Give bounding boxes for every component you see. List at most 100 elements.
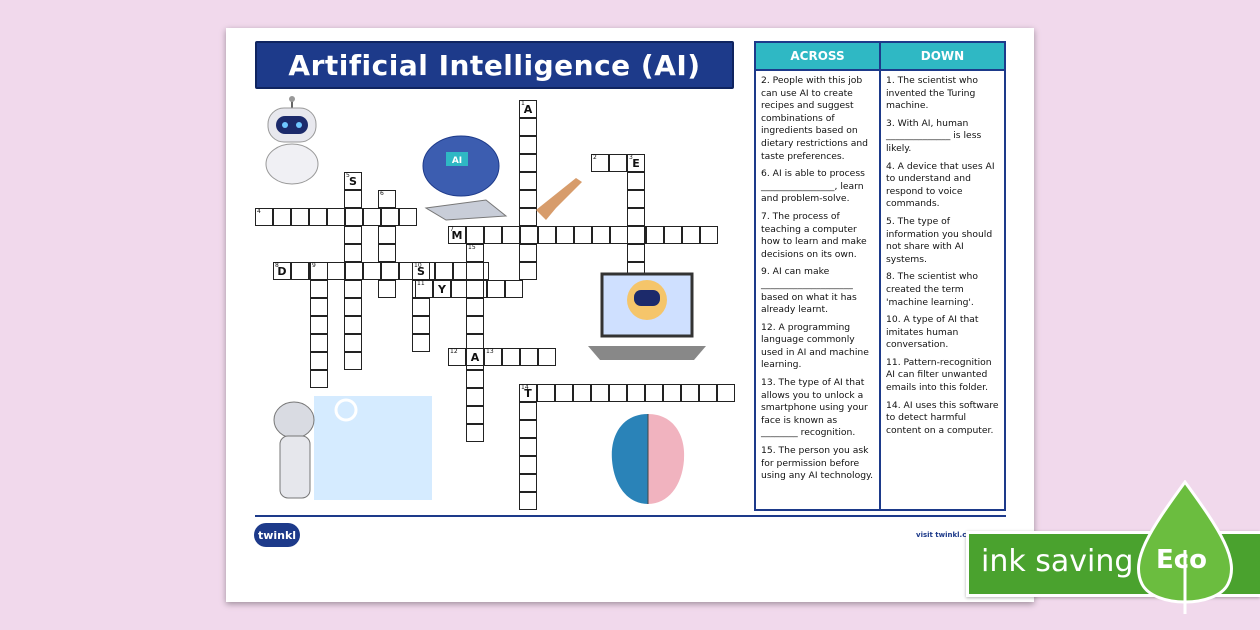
crossword-cell[interactable]: [310, 280, 328, 298]
crossword-cell[interactable]: [645, 384, 663, 402]
crossword-cell[interactable]: [519, 208, 537, 226]
crossword-cell[interactable]: 2: [591, 154, 609, 172]
crossword-cell[interactable]: [627, 208, 645, 226]
crossword-cell[interactable]: [466, 316, 484, 334]
crossword-cell[interactable]: [381, 262, 399, 280]
crossword-cell[interactable]: [327, 208, 345, 226]
crossword-cell[interactable]: [627, 226, 645, 244]
crossword-cell[interactable]: [519, 136, 537, 154]
crossword-cell[interactable]: [573, 384, 591, 402]
crossword-cell[interactable]: A: [466, 348, 484, 366]
crossword-cell[interactable]: [344, 298, 362, 316]
crossword-cell[interactable]: [502, 348, 520, 366]
crossword-cell[interactable]: [310, 352, 328, 370]
crossword-cell[interactable]: [682, 226, 700, 244]
crossword-cell[interactable]: [344, 190, 362, 208]
crossword-cell[interactable]: [591, 384, 609, 402]
crossword-cell[interactable]: [519, 118, 537, 136]
crossword-cell[interactable]: [344, 226, 362, 244]
crossword-cell[interactable]: [309, 208, 327, 226]
crossword-cell[interactable]: 15: [466, 244, 484, 262]
crossword-cell[interactable]: [412, 298, 430, 316]
crossword-cell[interactable]: [466, 388, 484, 406]
crossword-cell[interactable]: [487, 280, 505, 298]
crossword-cell[interactable]: [699, 384, 717, 402]
crossword-cell[interactable]: [412, 334, 430, 352]
crossword-cell[interactable]: [291, 262, 309, 280]
crossword-cell[interactable]: [344, 316, 362, 334]
crossword-cell[interactable]: [310, 370, 328, 388]
crossword-cell[interactable]: [519, 154, 537, 172]
crossword-cell[interactable]: [627, 190, 645, 208]
crossword-cell[interactable]: [681, 384, 699, 402]
crossword-cell[interactable]: [519, 402, 537, 420]
crossword-cell[interactable]: [519, 438, 537, 456]
crossword-cell[interactable]: [519, 456, 537, 474]
crossword-cell[interactable]: [378, 226, 396, 244]
crossword-cell[interactable]: [363, 208, 381, 226]
crossword-cell[interactable]: [344, 280, 362, 298]
crossword-cell[interactable]: [381, 208, 399, 226]
crossword-cell[interactable]: [519, 474, 537, 492]
crossword-cell[interactable]: [399, 208, 417, 226]
crossword-cell[interactable]: [520, 226, 538, 244]
crossword-cell[interactable]: 6: [378, 190, 396, 208]
crossword-cell[interactable]: [344, 334, 362, 352]
crossword-cell[interactable]: 11: [415, 280, 433, 298]
crossword-cell[interactable]: [291, 208, 309, 226]
crossword-cell[interactable]: [310, 316, 328, 334]
crossword-cell[interactable]: [538, 348, 556, 366]
crossword-cell[interactable]: [519, 190, 537, 208]
crossword-cell[interactable]: [574, 226, 592, 244]
crossword-cell[interactable]: [484, 226, 502, 244]
crossword-cell[interactable]: Y: [433, 280, 451, 298]
crossword-cell[interactable]: [435, 262, 453, 280]
crossword-cell[interactable]: [466, 298, 484, 316]
crossword-cell[interactable]: [555, 384, 573, 402]
crossword-cell[interactable]: [519, 172, 537, 190]
crossword-cell[interactable]: [519, 492, 537, 510]
crossword-cell[interactable]: [310, 298, 328, 316]
crossword-cell[interactable]: [412, 316, 430, 334]
crossword-cell[interactable]: [345, 262, 363, 280]
crossword-cell[interactable]: [627, 172, 645, 190]
crossword-cell[interactable]: [466, 370, 484, 388]
crossword-cell[interactable]: [646, 226, 664, 244]
twinkl-logo[interactable]: twinkl: [254, 523, 300, 547]
crossword-cell[interactable]: [520, 348, 538, 366]
crossword-cell[interactable]: 13: [484, 348, 502, 366]
crossword-cell[interactable]: [327, 262, 345, 280]
crossword-cell[interactable]: [537, 384, 555, 402]
crossword-cell[interactable]: [502, 226, 520, 244]
crossword-cell[interactable]: [700, 226, 718, 244]
crossword-cell[interactable]: [466, 406, 484, 424]
crossword-cell[interactable]: [664, 226, 682, 244]
crossword-cell[interactable]: [378, 244, 396, 262]
crossword-cell[interactable]: [345, 208, 363, 226]
crossword-cell[interactable]: 12: [448, 348, 466, 366]
visit-link[interactable]: visit twinkl.com: [916, 531, 979, 539]
crossword-cell[interactable]: [466, 424, 484, 442]
crossword-cell[interactable]: [466, 262, 484, 280]
crossword-cell[interactable]: [627, 384, 645, 402]
crossword-cell[interactable]: [627, 244, 645, 262]
crossword-cell[interactable]: [363, 262, 381, 280]
crossword-cell[interactable]: [556, 226, 574, 244]
crossword-cell[interactable]: [519, 420, 537, 438]
crossword-cell[interactable]: [519, 244, 537, 262]
crossword-cell[interactable]: 4: [255, 208, 273, 226]
crossword-cell[interactable]: [505, 280, 523, 298]
crossword-cell[interactable]: [466, 280, 484, 298]
crossword-cell[interactable]: [663, 384, 681, 402]
crossword-cell[interactable]: [609, 154, 627, 172]
crossword-cell[interactable]: [344, 352, 362, 370]
crossword-cell[interactable]: [519, 262, 537, 280]
crossword-cell[interactable]: [717, 384, 735, 402]
crossword-cell[interactable]: [610, 226, 628, 244]
crossword-cell[interactable]: [466, 226, 484, 244]
